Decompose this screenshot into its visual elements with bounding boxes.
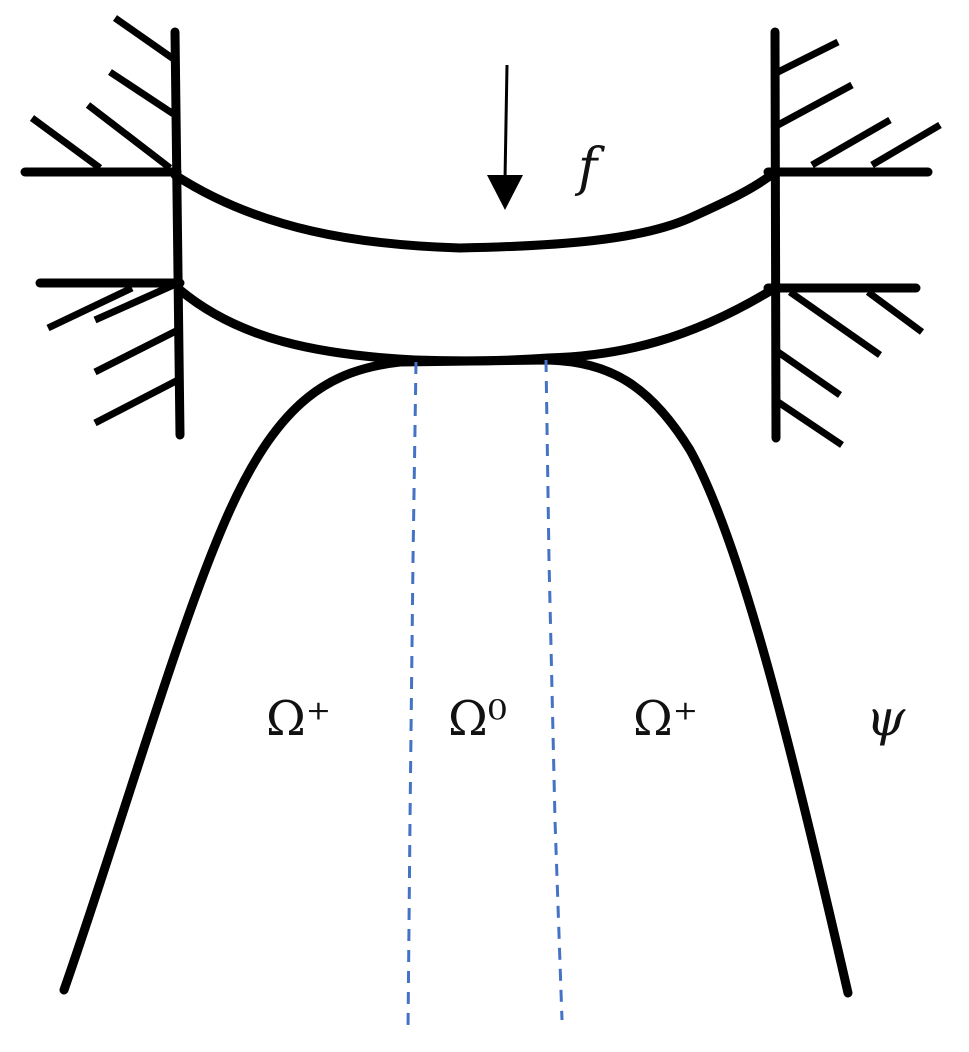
right-upper-hatching bbox=[776, 38, 942, 169]
region-left-label: Ω⁺ bbox=[266, 691, 331, 747]
force-arrow-shaft bbox=[503, 64, 509, 181]
contact-boundary-left bbox=[406, 361, 418, 1031]
membrane-lower-surface bbox=[175, 283, 780, 366]
left-wall-line bbox=[170, 27, 185, 440]
membrane-upper-surface bbox=[170, 167, 780, 253]
contact-boundary-right bbox=[544, 359, 564, 1021]
left-upper-hatching bbox=[29, 15, 178, 171]
force-arrow-head bbox=[487, 175, 523, 210]
left-clamp bbox=[20, 15, 185, 440]
region-center-label: Ω⁰ bbox=[448, 691, 507, 747]
force-label: f bbox=[574, 138, 605, 198]
left-lower-hatching bbox=[46, 279, 180, 427]
right-lower-hatching bbox=[776, 289, 925, 448]
region-right-label: Ω⁺ bbox=[633, 691, 698, 747]
right-clamp bbox=[763, 27, 942, 448]
obstacle-label: ψ bbox=[866, 689, 906, 747]
force-arrow bbox=[487, 64, 523, 210]
right-wall-line bbox=[770, 27, 781, 443]
obstacle-surface bbox=[59, 355, 853, 998]
